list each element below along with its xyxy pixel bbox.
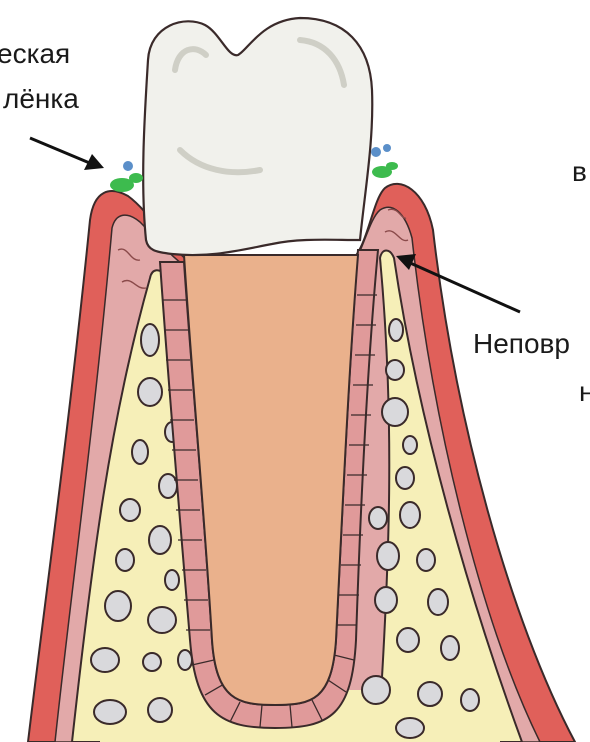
label-plaque-line1: еская <box>0 40 70 68</box>
label-right-bottom: н <box>579 378 590 406</box>
tooth-crown <box>143 18 372 255</box>
label-right-top: в <box>572 158 587 186</box>
label-right-mid: Неповр <box>473 330 570 358</box>
arrow-to-plaque-icon <box>30 138 104 170</box>
label-plaque-line2: лёнка <box>3 85 79 113</box>
plaque-deposit-left-icon <box>110 161 143 192</box>
plaque-deposit-right-icon <box>371 144 398 178</box>
